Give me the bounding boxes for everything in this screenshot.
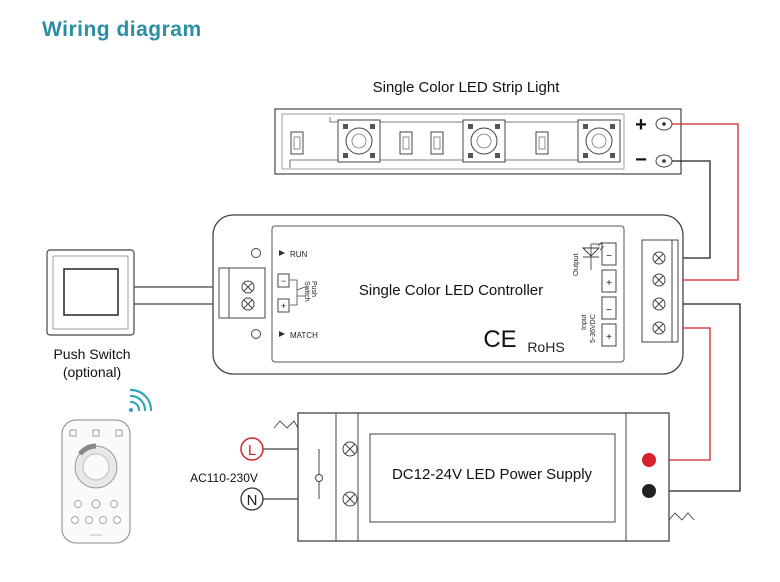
ps-screw-bottom [342,491,358,507]
input-plus-label: + [606,332,612,343]
ps-screw-top [342,441,358,457]
rohs-mark: RoHS [527,339,564,355]
diagram-heading: Wiring diagram [42,18,202,41]
led-diode-icon [581,241,605,270]
input-label: Input [581,314,588,330]
push-switch-label: Push [310,281,317,297]
input-minus-label: − [606,305,612,316]
run-label: RUN [290,250,308,259]
live-terminal-icon [240,437,264,461]
push-switch-subtitle: (optional) [63,364,121,380]
resistor [290,131,304,155]
neutral-terminal-icon [240,487,264,511]
match-indicator-icon [251,329,261,339]
resistor [535,131,549,155]
output-plus-label: + [606,278,612,289]
ce-mark: CE [483,326,516,353]
match-label: MATCH [290,331,318,340]
power-supply-title: DC12-24V LED Power Supply [392,466,593,483]
remote-control [61,388,153,544]
led-strip: Single Color LED Strip Light [274,79,682,175]
run-indicator-icon [251,248,261,258]
wires [130,123,741,500]
switch-minus-label: − [281,276,286,286]
wireless-signal-icon [129,388,153,412]
input-range-label: 5-36VDC [590,314,597,343]
led-chip [577,119,621,163]
output-label: Output [571,253,580,276]
positive-output-dot [642,453,656,467]
ac-input-label: AC110-230V [190,471,258,485]
switch-terminal [218,267,266,319]
controller: RUN MATCH − + Push Switch Single Color L… [212,214,684,375]
led-chip [462,119,506,163]
controller-title: Single Color LED Controller [359,282,543,299]
push-switch-title: Push Switch [53,346,130,362]
strip-title: Single Color LED Strip Light [373,79,561,96]
led-chip [337,119,381,163]
switch-plus-label: + [281,301,286,311]
neutral-label: N [247,492,258,509]
live-label: L [248,442,256,459]
power-supply: DC12-24V LED Power Supply AC110-230V L N [190,412,695,542]
strip-minus-label: − [635,149,647,171]
resistor [399,131,413,155]
push-switch-label-2: Switch [303,281,310,302]
strip-plus-label: + [635,114,647,136]
push-switch: Push Switch (optional) [46,249,135,380]
output-minus-label: − [606,251,612,262]
strip-minus-pad [655,154,673,168]
resistor [430,131,444,155]
main-terminal [641,239,679,343]
negative-output-dot [642,484,656,498]
strip-plus-pad [655,117,673,131]
